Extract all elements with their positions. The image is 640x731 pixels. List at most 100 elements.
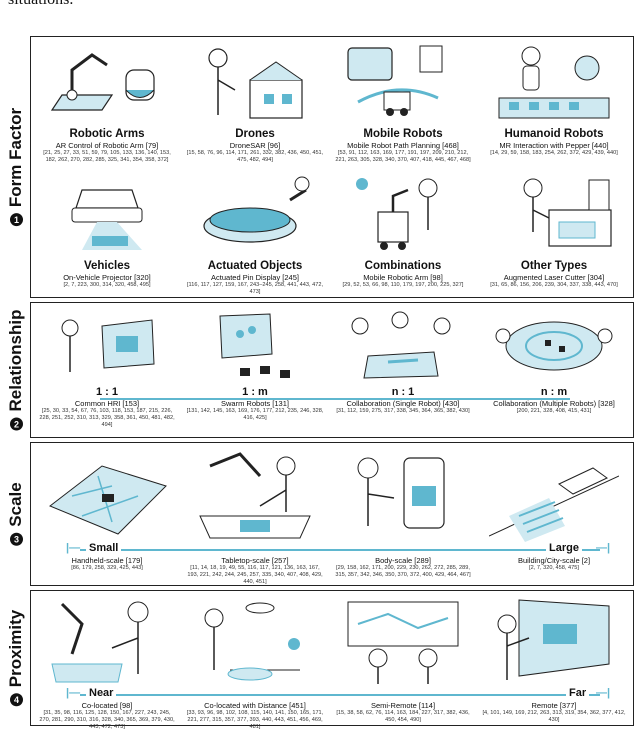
relationship-title: Relationship — [6, 309, 25, 412]
proximity-cell-colocated — [34, 594, 180, 686]
other-types-illustration — [489, 170, 619, 258]
proximity-section — [30, 590, 634, 726]
relationship-refs: [200, 221, 328, 408, 415, 431] — [516, 408, 592, 414]
drones-illustration — [190, 40, 320, 126]
form-factor-refs: [2, 7, 223, 300, 314, 320, 458, 495] — [63, 282, 151, 288]
scale-section — [30, 442, 634, 586]
one-to-many-illustration — [190, 306, 320, 384]
relationship-example: Collaboration (Multiple Robots) [328] — [493, 399, 615, 408]
vehicles-cell: Vehicles On-Vehicle Projector [320] [2, … — [34, 170, 180, 289]
form-factor-example: MR Interaction with Pepper [440] — [499, 141, 609, 150]
actuated-objects-cell: Actuated Objects Actuated Pin Display [2… — [182, 170, 328, 296]
relationship-refs: [31, 112, 159, 275, 317, 338, 345, 364, … — [336, 408, 470, 414]
proximity-caption-remote: Remote [377] [4, 101, 149, 169, 212, 263… — [478, 701, 630, 724]
one-to-one-illustration — [42, 306, 172, 384]
scale-cell-building — [478, 446, 630, 544]
proximity-axis — [80, 694, 600, 696]
scale-cell-tabletop — [182, 446, 328, 544]
form-factor-title: Robotic Arms — [69, 128, 145, 140]
scale-axis — [80, 549, 600, 551]
humanoid-robots-illustration — [489, 40, 619, 126]
form-factor-title: Actuated Objects — [207, 260, 303, 272]
form-factor-refs: [31, 65, 86, 156, 206, 239, 304, 337, 33… — [490, 282, 618, 288]
proximity-cell-distance — [182, 594, 328, 686]
scale-refs: [29, 158, 162, 171, 200, 229, 230, 262, … — [335, 565, 471, 578]
robotic-arms-illustration — [42, 40, 172, 126]
body-scale-illustration — [338, 446, 468, 544]
scale-title: Scale — [6, 482, 25, 527]
scale-example: Tabletop-scale [257] — [221, 556, 289, 565]
form-factor-refs: [53, 91, 112, 163, 169, 177, 191, 197, 2… — [335, 150, 471, 163]
scale-caption-body: Body-scale [289] [29, 158, 162, 171, 200… — [330, 556, 476, 579]
proximity-axis-near-label: Near — [86, 687, 117, 699]
form-factor-example: Actuated Pin Display [245] — [211, 273, 299, 282]
semi-remote-illustration — [338, 594, 468, 686]
proximity-caption-colocated: Co-located [98] [31, 35, 98, 116, 125, 1… — [34, 701, 180, 731]
proximity-refs: [33, 93, 96, 98, 102, 108, 115, 140, 141… — [186, 710, 324, 730]
relationship-refs: [25, 30, 33, 54, 67, 76, 103, 118, 153, … — [39, 408, 175, 428]
mobile-robots-illustration — [338, 40, 468, 126]
form-factor-example: On-Vehicle Projector [320] — [63, 273, 151, 282]
vehicles-illustration — [42, 170, 172, 258]
relationship-example: Common HRI [153] — [74, 399, 140, 408]
clipped-caption-text: situations. — [0, 0, 640, 22]
relationship-refs: [131, 142, 145, 163, 169, 176, 177, 212,… — [186, 408, 324, 421]
combinations-cell: Combinations Mobile Robotic Arm [98] [29… — [330, 170, 476, 289]
proximity-caption-distance: Co-located with Distance [451] [33, 93, … — [182, 701, 328, 731]
form-factor-refs: [21, 25, 27, 33, 51, 59, 79, 105, 133, 1… — [43, 150, 171, 163]
relationship-ratio: n : 1 — [330, 386, 476, 399]
proximity-axis-far-label: Far — [566, 687, 590, 699]
relationship-axis — [100, 398, 570, 400]
proximity-example: Co-located with Distance [451] — [204, 701, 306, 710]
actuated-objects-illustration — [190, 170, 320, 258]
other-types-cell: Other Types Augmented Laser Cutter [304]… — [478, 170, 630, 289]
humanoid-robots-cell: Humanoid Robots MR Interaction with Pepp… — [478, 40, 630, 157]
proximity-cell-semi-remote — [330, 594, 476, 686]
proximity-example: Co-located [98] — [81, 701, 133, 710]
scale-caption-tabletop: Tabletop-scale [257] [11, 14, 18, 19, 49… — [182, 556, 328, 586]
form-factor-title: Other Types — [520, 260, 588, 272]
relationship-ratio: 1 : m — [182, 386, 328, 399]
scale-axis-small-label: Small — [86, 542, 122, 554]
relationship-cell-n-1: n : 1 Collaboration (Single Robot) [430]… — [330, 306, 476, 415]
co-located-distance-illustration — [190, 594, 320, 686]
proximity-refs: [4, 101, 149, 169, 212, 263, 313, 319, 3… — [482, 710, 626, 723]
handheld-scale-illustration — [42, 446, 172, 544]
remote-illustration — [489, 594, 619, 686]
scale-example: Handheld-scale [179] — [71, 556, 143, 565]
many-to-many-illustration — [489, 306, 619, 384]
form-factor-title: Mobile Robots — [363, 128, 443, 140]
scale-refs: [11, 14, 18, 19, 49, 55, 116, 117, 121, … — [187, 565, 323, 585]
form-factor-example: DroneSAR [96] — [229, 141, 281, 150]
proximity-title: Proximity — [6, 609, 25, 688]
form-factor-refs: [14, 29, 59, 158, 183, 254, 262, 372, 42… — [490, 150, 618, 156]
scale-refs: [2, 7, 320, 458, 475] — [529, 565, 579, 571]
scale-example: Building/City-scale [2] — [517, 556, 591, 565]
form-factor-example: Mobile Robotic Arm [98] — [363, 273, 443, 282]
form-factor-example: Mobile Robot Path Planning [468] — [347, 141, 459, 150]
relationship-ratio: 1 : 1 — [34, 386, 180, 399]
proximity-cell-remote — [478, 594, 630, 686]
many-to-one-illustration — [338, 306, 468, 384]
scale-example: Body-scale [289] — [375, 556, 431, 565]
form-factor-refs: [29, 52, 53, 66, 98, 110, 179, 197, 200,… — [342, 282, 464, 288]
scale-caption-building: Building/City-scale [2] [2, 7, 320, 458,… — [478, 556, 630, 572]
relationship-ratio: n : m — [478, 386, 630, 399]
relationship-example: Swarm Robots [131] — [221, 399, 289, 408]
form-factor-refs: [15, 58, 76, 96, 114, 171, 261, 332, 382… — [186, 150, 324, 163]
building-scale-illustration — [489, 446, 619, 544]
scale-refs: [86, 179, 258, 329, 425, 443] — [71, 565, 143, 571]
tabletop-scale-illustration — [190, 446, 320, 544]
drones-cell: Drones DroneSAR [96] [15, 58, 76, 96, 11… — [182, 40, 328, 164]
robotic-arms-cell: Robotic Arms AR Control of Robotic Arm [… — [34, 40, 180, 164]
relationship-example: Collaboration (Single Robot) [430] — [346, 399, 460, 408]
proximity-refs: [31, 35, 98, 116, 125, 128, 150, 167, 22… — [39, 710, 175, 730]
scale-cell-body — [330, 446, 476, 544]
proximity-caption-semi-remote: Semi-Remote [114] [15, 38, 58, 62, 76, 1… — [330, 701, 476, 724]
combinations-illustration — [338, 170, 468, 258]
